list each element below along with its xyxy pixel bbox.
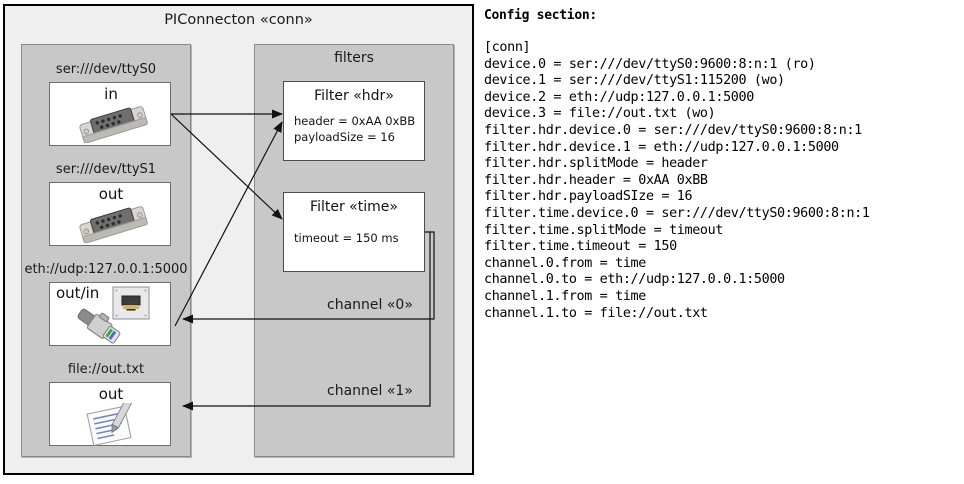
device-box-ttys1[interactable]: out (49, 182, 171, 246)
filter-box-time[interactable]: Filter «time» timeout = 150 ms (283, 192, 425, 272)
config-line: filter.time.splitMode = timeout (484, 222, 724, 238)
config-line: filter.hdr.device.0 = ser:///dev/ttyS0:9… (484, 122, 862, 138)
device-direction-ttys0: in (104, 85, 118, 103)
diagram-title: PIConnecton «conn» (164, 12, 313, 28)
device-label-file: file://out.txt (67, 362, 145, 377)
config-line: channel.0.from = time (484, 255, 646, 271)
filters-panel-title: filters (334, 50, 374, 66)
config-line: filter.hdr.payloadSIze = 16 (484, 189, 693, 205)
config-section: Config section: [conn]device.0 = ser:///… (484, 8, 958, 322)
serial-connector-icon (74, 203, 154, 244)
filter-name-hdr: Filter «hdr» (314, 88, 394, 104)
config-line: channel.1.to = file://out.txt (484, 305, 708, 321)
channel-label-1: channel «1» (327, 383, 413, 399)
filter-prop-payloadsize: payloadSize = 16 (294, 130, 395, 144)
config-line: filter.hdr.header = 0xAA 0xBB (484, 172, 708, 188)
config-line: device.2 = eth://udp:127.0.0.1:5000 (484, 89, 754, 105)
config-line: [conn] (484, 40, 531, 55)
config-body: [conn]device.0 = ser:///dev/ttyS0:9600:8… (484, 40, 958, 322)
config-line: filter.time.device.0 = ser:///dev/ttyS0:… (484, 205, 870, 221)
text-file-icon (82, 397, 144, 447)
device-box-ttys0[interactable]: in (49, 82, 171, 146)
config-line: channel.1.from = time (484, 288, 646, 304)
filter-box-hdr[interactable]: Filter «hdr» header = 0xAA 0xBB payloadS… (283, 81, 425, 161)
config-heading: Config section: (484, 8, 597, 23)
device-direction-file: out (98, 385, 124, 403)
channel-label-0: channel «0» (327, 297, 413, 313)
connector-diagram: PIConnecton «conn» filters ser:///dev/tt… (3, 4, 474, 475)
filter-prop-timeout: timeout = 150 ms (294, 231, 399, 245)
config-line: filter.hdr.device.1 = eth://udp:127.0.0.… (484, 139, 839, 155)
config-line: device.1 = ser:///dev/ttyS1:115200 (wo) (484, 73, 785, 89)
device-box-eth[interactable]: out/in (49, 282, 171, 346)
config-line: device.0 = ser:///dev/ttyS0:9600:8:n:1 (… (484, 56, 816, 72)
filter-name-time: Filter «time» (310, 199, 398, 215)
device-box-file[interactable]: out (49, 382, 171, 447)
device-label-ttys0: ser:///dev/ttyS0 (55, 62, 157, 77)
ethernet-plug-icon (72, 307, 128, 345)
device-label-ttys1: ser:///dev/ttyS1 (55, 162, 157, 177)
config-line: channel.0.to = eth://udp:127.0.0.1:5000 (484, 272, 785, 288)
config-line: filter.time.timeout = 150 (484, 239, 677, 255)
serial-connector-icon (74, 103, 154, 144)
config-line: filter.hdr.splitMode = header (484, 156, 708, 172)
config-line: device.3 = file://out.txt (wo) (484, 106, 716, 122)
ethernet-jack-icon (112, 286, 150, 320)
device-direction-eth: out/in (56, 284, 100, 302)
device-direction-ttys1: out (98, 185, 124, 203)
filter-prop-header: header = 0xAA 0xBB (294, 114, 416, 128)
device-label-eth: eth://udp:127.0.0.1:5000 (24, 262, 188, 277)
